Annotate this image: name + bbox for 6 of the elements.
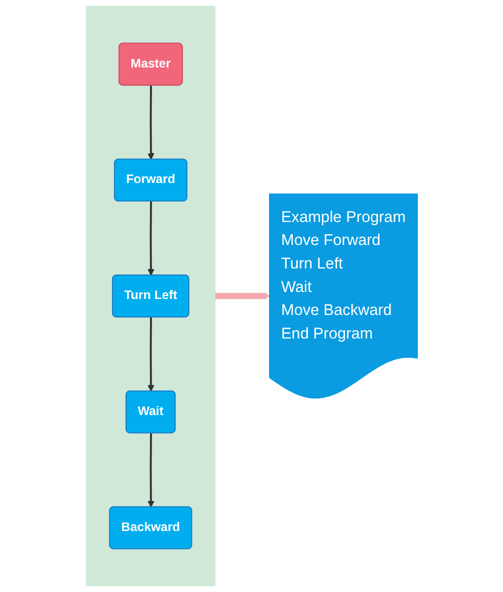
arrow (147, 86, 154, 160)
arrow (147, 317, 154, 392)
arrow (147, 201, 154, 276)
cluster (86, 6, 216, 586)
arrow (214, 292, 270, 300)
arrow (147, 433, 154, 508)
